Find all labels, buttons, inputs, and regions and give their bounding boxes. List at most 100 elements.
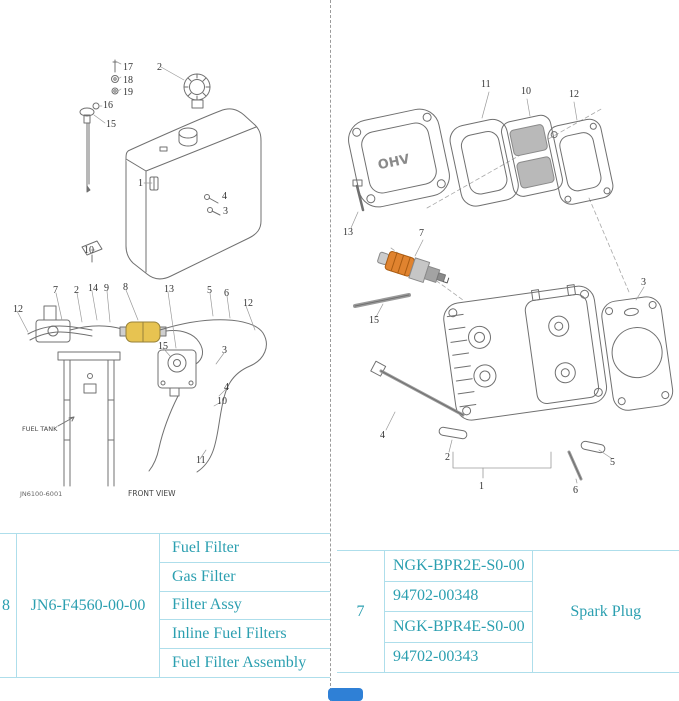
part-number-text: NGK-BPR2E-S0-00 — [393, 556, 525, 574]
description-text: Spark Plug — [570, 602, 642, 620]
front-view-label: FRONT VIEW — [128, 489, 176, 498]
description-text: Inline Fuel Filters — [172, 625, 287, 643]
fuel-petcock — [81, 240, 103, 263]
part-callout: 1 — [138, 178, 143, 189]
part-callout: 2 — [74, 285, 79, 296]
part-row-number-text: 8 — [2, 596, 10, 614]
valve-cover-text: OHV — [377, 152, 411, 173]
dowel-pin — [438, 426, 468, 440]
part-callout: 9 — [104, 283, 109, 294]
left-part-table: 8 JN6-F4560-00-00 Fuel Filter Gas Filter… — [0, 533, 330, 678]
fuel-cap-icon — [183, 73, 211, 109]
part-callout: 12 — [13, 304, 23, 315]
fuel-filter — [119, 321, 167, 343]
part-callout: 19 — [123, 87, 133, 98]
description-row: Inline Fuel Filters — [160, 620, 330, 650]
description-row: Fuel Filter — [160, 534, 330, 563]
cover-gasket — [449, 118, 519, 207]
part-callout: 7 — [419, 228, 424, 239]
part-row-number: 8 — [0, 534, 17, 677]
bottom-blue-badge — [328, 688, 363, 701]
leader-lines — [16, 61, 256, 460]
part-callout: 5 — [610, 457, 615, 468]
part-callout: 10 — [521, 86, 531, 97]
part-callout: 12 — [569, 89, 579, 100]
breather-plate — [500, 114, 563, 197]
part-number-row: 94702-00348 — [385, 582, 532, 612]
part-callout: 13 — [164, 284, 174, 295]
description-row: Gas Filter — [160, 563, 330, 592]
part-callout: 4 — [224, 382, 229, 393]
panel-divider — [330, 0, 331, 701]
part-callout: 1 — [479, 481, 484, 492]
part-callout: 15 — [369, 315, 379, 326]
part-number-text: 94702-00343 — [393, 648, 479, 666]
tank-bolts — [204, 194, 221, 216]
part-callout: 11 — [196, 455, 206, 466]
part-callout: 5 — [207, 285, 212, 296]
dowel-pin — [580, 440, 606, 454]
part-callout: 13 — [343, 227, 353, 238]
part-callout: 15 — [106, 119, 116, 130]
part-callout: 17 — [123, 62, 133, 73]
part-callout: 12 — [243, 298, 253, 309]
right-part-table: 7 NGK-BPR2E-S0-00 94702-00348 NGK-BPR4E-… — [337, 550, 679, 673]
spark-plug — [377, 251, 450, 284]
fuel-line-assembly — [27, 305, 267, 487]
stud-bolt — [567, 450, 583, 481]
right-panel: OHV — [331, 0, 679, 510]
part-callout: 6 — [224, 288, 229, 299]
description-text: Fuel Filter Assembly — [172, 654, 307, 672]
part-callout: 15 — [158, 341, 168, 352]
part-number-text: 94702-00348 — [393, 587, 479, 605]
part-callout: 18 — [123, 75, 133, 86]
fuel-system-diagram: FUEL TANK JN6100-6001 FRONT VIEW — [16, 59, 267, 498]
part-callout: 2 — [157, 62, 162, 73]
assembly-bracket — [452, 451, 552, 479]
dipstick — [79, 102, 100, 193]
fuel-pump — [157, 349, 197, 397]
part-row-number-text: 7 — [356, 602, 365, 620]
tank-fasteners — [111, 59, 119, 95]
fuel-tank-label: FUEL TANK — [22, 425, 58, 433]
head-stud — [353, 293, 411, 308]
part-callout: 14 — [88, 283, 98, 294]
part-callout: 16 — [103, 100, 113, 111]
part-callout: 4 — [380, 430, 385, 441]
description-row: Fuel Filter Assembly — [160, 649, 330, 677]
part-callout: 4 — [222, 191, 227, 202]
part-callout: 3 — [223, 206, 228, 217]
part-description-column: Fuel Filter Gas Filter Filter Assy Inlin… — [160, 534, 330, 677]
part-number-text: JN6-F4560-00-00 — [30, 596, 146, 614]
description-text: Fuel Filter — [172, 538, 240, 556]
part-callout: 3 — [641, 277, 646, 288]
part-callout: 7 — [53, 285, 58, 296]
part-callout: 10 — [84, 245, 94, 256]
part-number-row: 94702-00343 — [385, 643, 532, 673]
fuel-tank-body — [125, 108, 262, 280]
leader-lines — [350, 91, 645, 484]
valve-cover: OHV — [348, 108, 450, 208]
part-number-row: NGK-BPR4E-S0-00 — [385, 612, 532, 643]
part-callout: 2 — [445, 452, 450, 463]
cylinder-head — [443, 284, 608, 421]
part-description-cell: Spark Plug — [533, 551, 679, 672]
left-panel: FUEL TANK JN6100-6001 FRONT VIEW 17 18 1… — [0, 0, 331, 510]
part-callout: 10 — [217, 396, 227, 407]
fuel-tank-frame — [57, 351, 121, 487]
diagram-code-label: JN6100-6001 — [19, 490, 62, 498]
description-text: Filter Assy — [172, 596, 242, 614]
head-bolt — [370, 360, 465, 417]
part-callout: 8 — [123, 282, 128, 293]
description-row: Filter Assy — [160, 592, 330, 621]
cover-plate — [547, 118, 614, 205]
part-number-row: NGK-BPR2E-S0-00 — [385, 551, 532, 582]
part-callout: 3 — [222, 345, 227, 356]
part-number-cell: JN6-F4560-00-00 — [17, 534, 160, 677]
part-row-number: 7 — [337, 551, 385, 672]
part-callout: 6 — [573, 485, 578, 496]
cylinder-head-diagram: OHV — [348, 91, 674, 484]
head-gasket — [601, 296, 674, 411]
part-number-text: NGK-BPR4E-S0-00 — [393, 617, 525, 635]
